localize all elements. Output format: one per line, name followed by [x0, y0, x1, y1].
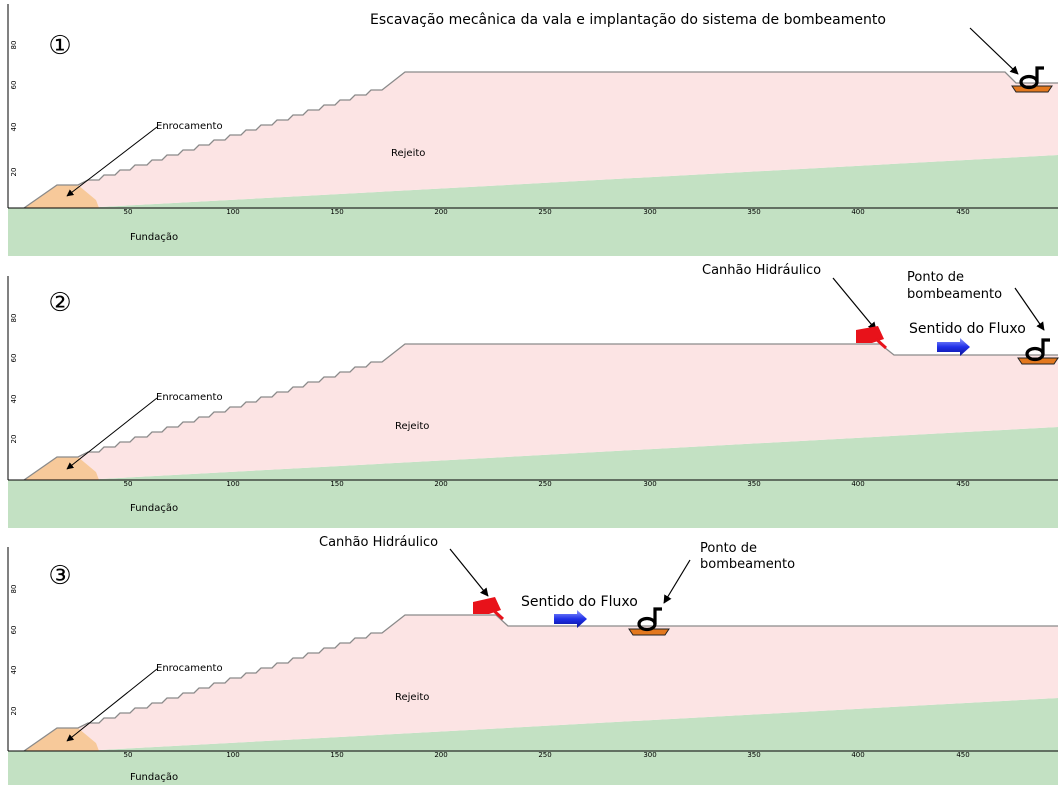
fundacao-layer	[8, 208, 1058, 256]
annotation-canhao: Canhão Hidráulico	[319, 535, 438, 550]
x-tick-label: 400	[851, 208, 864, 216]
label-fundacao: Fundação	[130, 232, 178, 243]
y-tick-label: 60	[10, 81, 18, 90]
x-tick-label: 100	[226, 480, 239, 488]
x-tick-label: 450	[956, 480, 969, 488]
step-number: ②	[48, 288, 71, 318]
x-tick-label: 150	[330, 480, 343, 488]
y-tick-label: 80	[10, 585, 18, 594]
annotation-canhao: Canhão Hidráulico	[702, 263, 821, 278]
pump-icon	[628, 607, 670, 636]
fundacao-layer	[8, 480, 1058, 528]
flow-arrow-icon	[937, 338, 970, 356]
x-ticks: 50 100 150 200 250 300 350 400 450	[124, 751, 970, 759]
arrow-to-canhao	[449, 548, 489, 597]
label-rejeito: Rejeito	[395, 421, 429, 432]
label-rejeito: Rejeito	[391, 148, 425, 159]
x-ticks: 50 100 150 200 250 300 350 400 450	[124, 208, 970, 216]
flow-arrow-icon	[554, 610, 587, 628]
y-tick-label: 80	[10, 41, 18, 50]
x-tick-label: 200	[434, 480, 447, 488]
x-tick-label: 250	[538, 208, 551, 216]
canhao-icon	[856, 326, 888, 350]
step-number: ①	[48, 31, 71, 61]
annotation-fluxo: Sentido do Fluxo	[909, 321, 1026, 337]
x-tick-label: 50	[124, 208, 133, 216]
y-ticks: 20 40 60 80	[10, 41, 18, 177]
x-tick-label: 300	[643, 208, 656, 216]
x-tick-label: 50	[124, 480, 133, 488]
x-tick-label: 450	[956, 208, 969, 216]
enrocamento-body	[24, 185, 99, 208]
y-tick-label: 40	[10, 395, 18, 404]
surface-profile	[23, 71, 1058, 209]
y-tick-label: 20	[10, 435, 18, 444]
arrow-to-pump	[969, 27, 1019, 75]
y-tick-label: 60	[10, 626, 18, 635]
arrow-to-ponto	[1014, 287, 1045, 331]
x-tick-label: 350	[747, 208, 760, 216]
x-tick-label: 50	[124, 751, 133, 759]
x-tick-label: 150	[330, 208, 343, 216]
x-tick-label: 250	[538, 751, 551, 759]
label-fundacao: Fundação	[130, 503, 178, 514]
arrow-enrocamento	[66, 126, 158, 197]
arrow-to-ponto	[663, 559, 691, 604]
arrow-to-canhao	[832, 277, 877, 331]
step-number: ③	[48, 561, 71, 591]
x-tick-label: 100	[226, 751, 239, 759]
x-tick-label: 400	[851, 751, 864, 759]
y-ticks: 20 40 60 80	[10, 314, 18, 444]
annotation-title: Escavação mecânica da vala e implantação…	[370, 12, 886, 28]
x-tick-label: 250	[538, 480, 551, 488]
annotation-fluxo: Sentido do Fluxo	[521, 594, 638, 610]
enrocamento-body	[24, 728, 99, 751]
x-tick-label: 100	[226, 208, 239, 216]
annotation-ponto-line1: Ponto de	[700, 541, 757, 556]
label-enrocamento: Enrocamento	[156, 121, 223, 132]
y-tick-label: 40	[10, 123, 18, 132]
annotation-ponto-line2: bombeamento	[700, 557, 795, 572]
y-tick-label: 80	[10, 314, 18, 323]
surface-profile	[23, 614, 1058, 752]
label-enrocamento: Enrocamento	[156, 663, 223, 674]
arrow-enrocamento	[66, 668, 158, 742]
arrow-enrocamento	[66, 397, 158, 470]
x-tick-label: 400	[851, 480, 864, 488]
y-ticks: 20 40 60 80	[10, 585, 18, 716]
label-enrocamento: Enrocamento	[156, 392, 223, 403]
y-tick-label: 20	[10, 168, 18, 177]
y-tick-label: 60	[10, 354, 18, 363]
x-ticks: 50 100 150 200 250 300 350 400 450	[124, 480, 970, 488]
panel-1: 50 100 150 200 250 300 350 400 450 20 40…	[7, 4, 1058, 256]
y-tick-label: 20	[10, 707, 18, 716]
panel-3: 50 100 150 200 250 300 350 400 450 20 40…	[7, 535, 1058, 785]
enrocamento-body	[24, 457, 99, 480]
x-tick-label: 350	[747, 751, 760, 759]
x-tick-label: 300	[643, 751, 656, 759]
annotation-ponto-line1: Ponto de	[907, 270, 964, 285]
y-tick-label: 40	[10, 666, 18, 675]
pump-icon	[1011, 66, 1053, 93]
x-tick-label: 300	[643, 480, 656, 488]
x-tick-label: 200	[434, 751, 447, 759]
x-tick-label: 150	[330, 751, 343, 759]
surface-profile	[23, 343, 1058, 481]
x-tick-label: 350	[747, 480, 760, 488]
x-tick-label: 450	[956, 751, 969, 759]
pump-icon	[1017, 338, 1059, 365]
fundacao-layer	[8, 751, 1058, 785]
label-rejeito: Rejeito	[395, 692, 429, 703]
canhao-icon	[473, 597, 505, 621]
annotation-ponto-line2: bombeamento	[907, 287, 1002, 302]
x-tick-label: 200	[434, 208, 447, 216]
label-fundacao: Fundação	[130, 772, 178, 783]
panel-2: 50 100 150 200 250 300 350 400 450 20 40…	[7, 263, 1059, 528]
